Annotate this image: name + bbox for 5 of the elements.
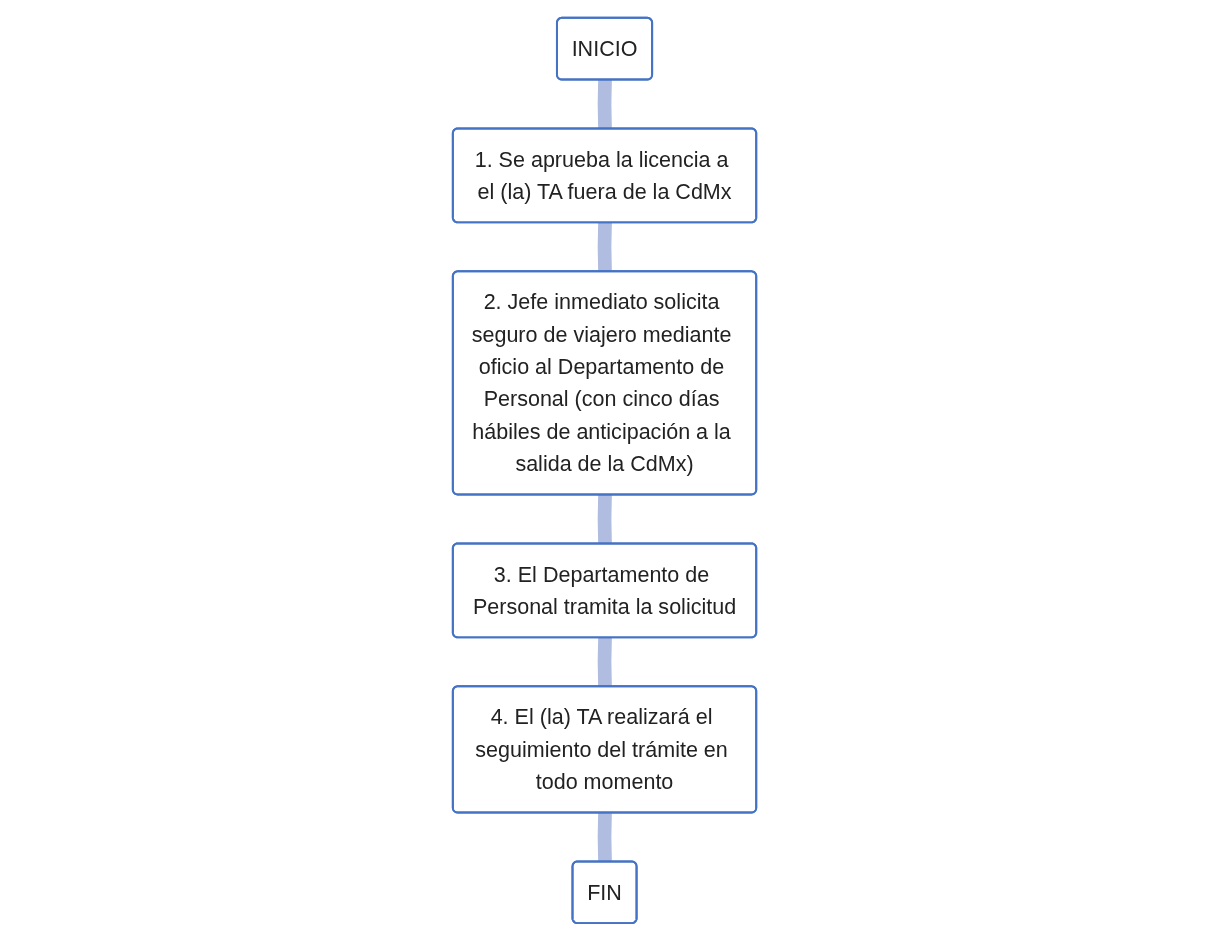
connector [598,637,613,687]
connector [598,812,613,863]
connector [598,79,613,130]
connector [598,222,613,272]
connector [598,494,613,545]
